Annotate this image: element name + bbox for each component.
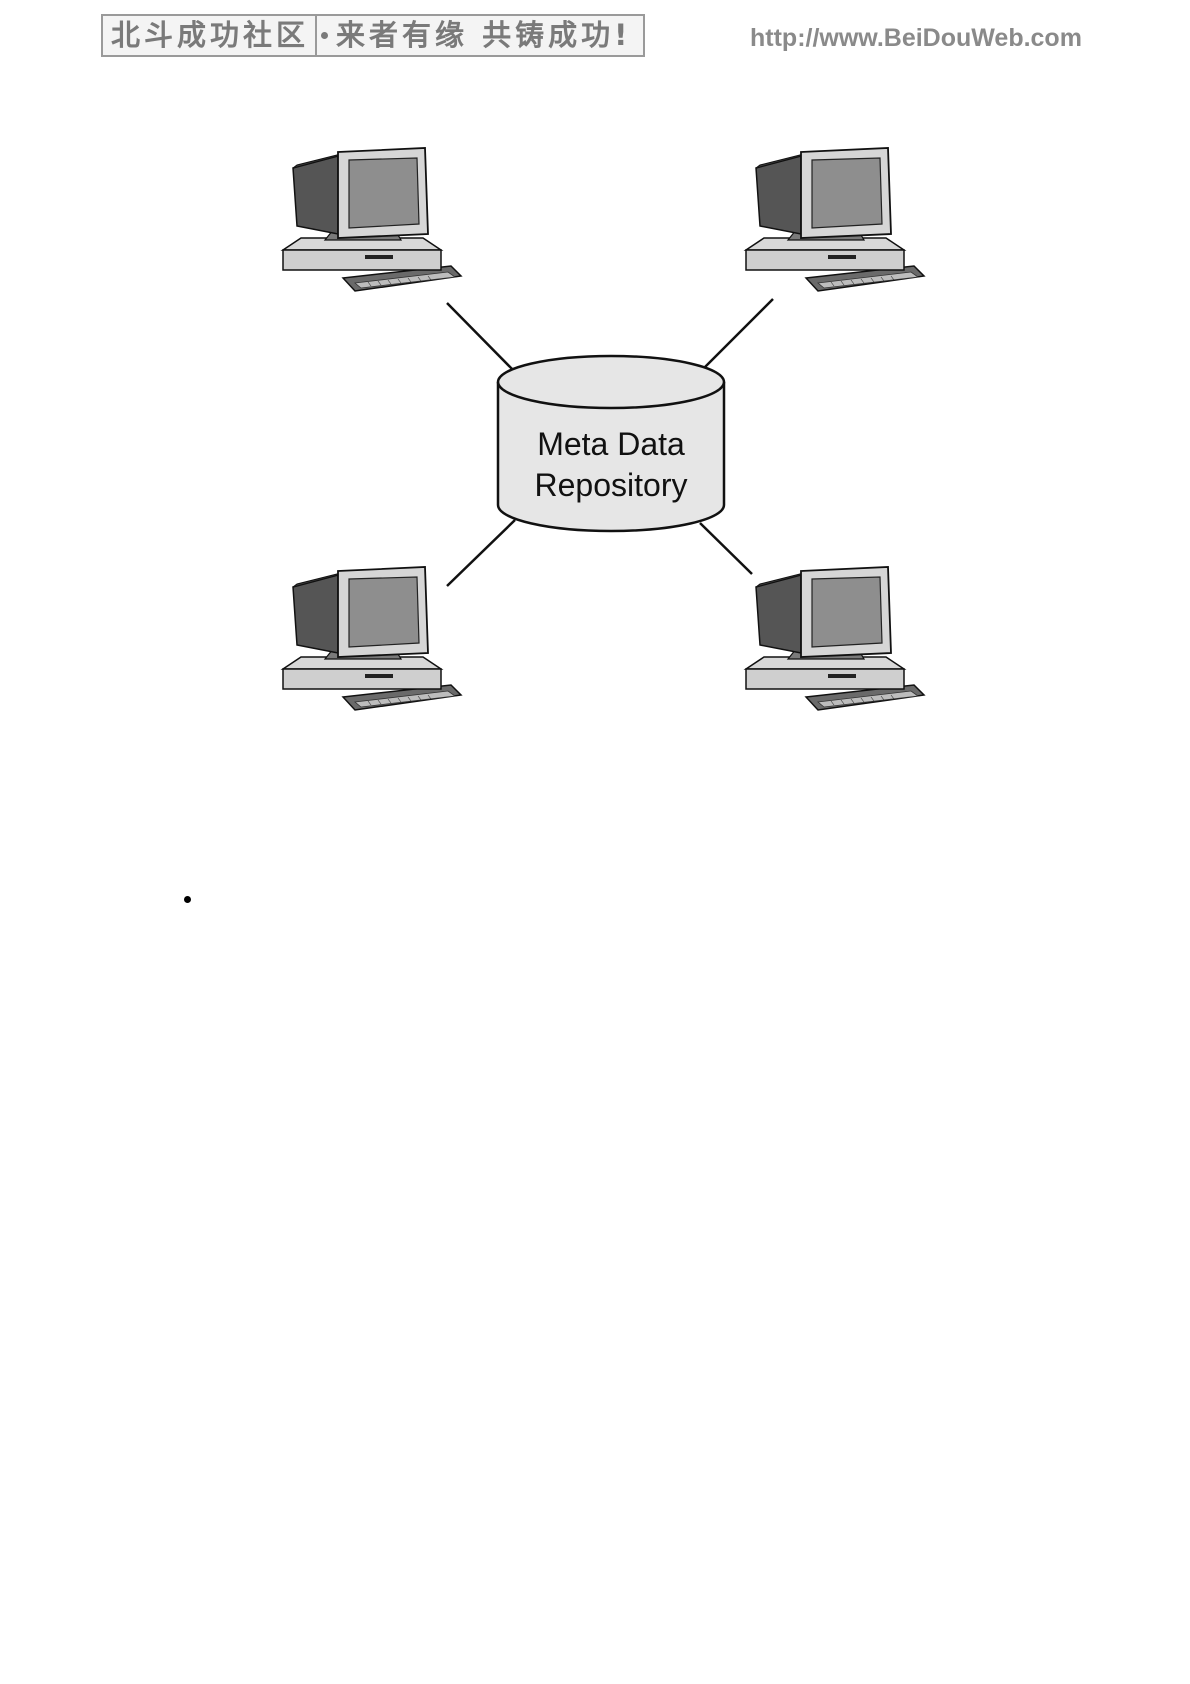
connector-top-left — [447, 303, 515, 372]
workstation-bottom-left-icon — [283, 567, 461, 710]
workstation-bottom-right-icon — [746, 567, 924, 710]
connector-top-right — [700, 299, 773, 372]
connector-bottom-left — [447, 520, 515, 586]
workstation-top-right-icon — [746, 148, 924, 291]
list-bullet — [184, 896, 191, 903]
workstation-top-left-icon — [283, 148, 461, 291]
repository-label-line2: Repository — [535, 467, 688, 503]
repository-label-line1: Meta Data — [537, 426, 685, 462]
network-diagram: Meta Data Repository — [0, 0, 1190, 760]
connector-bottom-right — [700, 523, 752, 574]
